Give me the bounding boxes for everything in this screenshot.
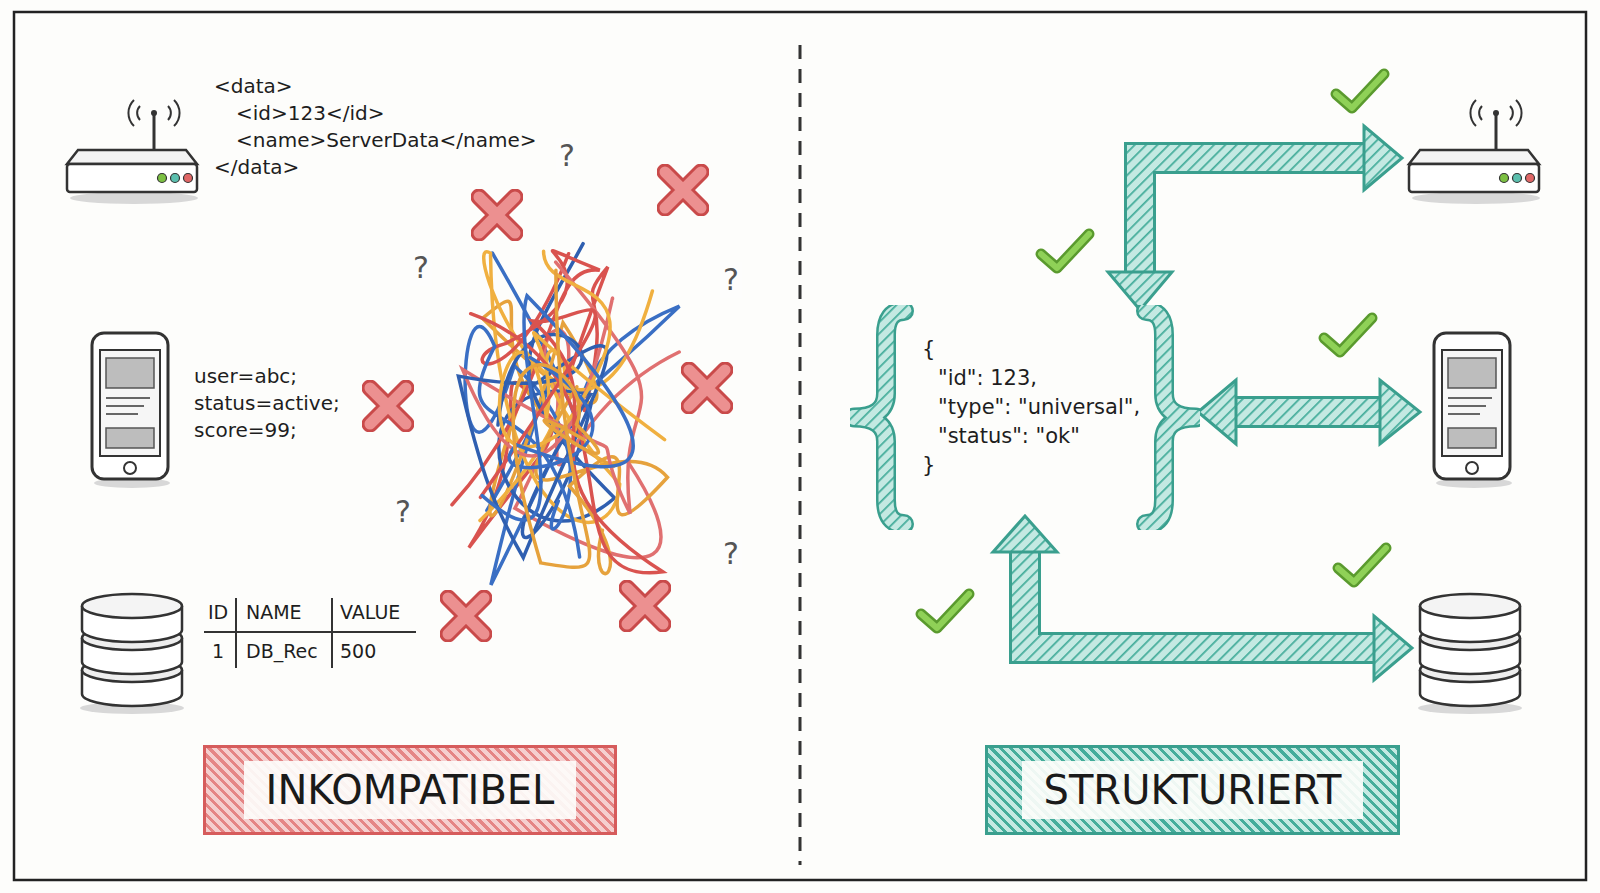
key-value-line: score=99; [194, 418, 297, 442]
band-label: INKOMPATIBEL [244, 761, 577, 819]
question-mark: ? [720, 262, 742, 298]
frame [14, 12, 1586, 880]
question-mark: ? [392, 494, 414, 530]
json-line: "status": "ok" [922, 422, 1140, 451]
json-line: { [922, 335, 1140, 364]
json-line: "id": 123, [922, 364, 1140, 393]
question-mark: ? [556, 138, 578, 174]
phone-icon [92, 333, 170, 488]
database-icon [1418, 594, 1522, 714]
divider [799, 45, 802, 865]
key-value-line: user=abc; [194, 364, 297, 388]
table-header: NAME [246, 601, 302, 624]
table-header: ID [208, 601, 228, 624]
router-icon [1409, 100, 1540, 204]
question-mark: ? [720, 536, 742, 572]
label-band: STRUKTURIERT [985, 745, 1400, 835]
label-band: INKOMPATIBEL [203, 745, 617, 835]
phone-icon [1434, 333, 1512, 488]
xml-line: </data> [214, 155, 299, 179]
tangled-lines [452, 244, 679, 585]
json-block: {"id": 123,"type": "universal","status":… [850, 305, 1200, 530]
error-marks [370, 172, 725, 634]
table-cell: 1 [212, 640, 224, 663]
key-value-line: status=active; [194, 391, 340, 415]
xml-line: <name>ServerData</name> [236, 128, 537, 152]
xml-line: <id>123</id> [236, 101, 384, 125]
json-line: "type": "universal", [922, 393, 1140, 422]
tangle-stroke [462, 262, 641, 514]
json-line: } [922, 451, 1140, 480]
tangle-stroke [465, 326, 579, 557]
xml-line: <data> [214, 74, 293, 98]
table-cell: DB_Rec [246, 640, 318, 663]
router-icon [67, 100, 198, 204]
band-label: STRUKTURIERT [1022, 761, 1364, 819]
tangle-stroke [513, 270, 598, 567]
table-header: VALUE [340, 601, 400, 624]
table-lines [204, 598, 416, 668]
table-cell: 500 [340, 640, 376, 663]
question-mark: ? [410, 250, 432, 286]
database-icon [80, 594, 184, 714]
check-marks [921, 74, 1386, 628]
